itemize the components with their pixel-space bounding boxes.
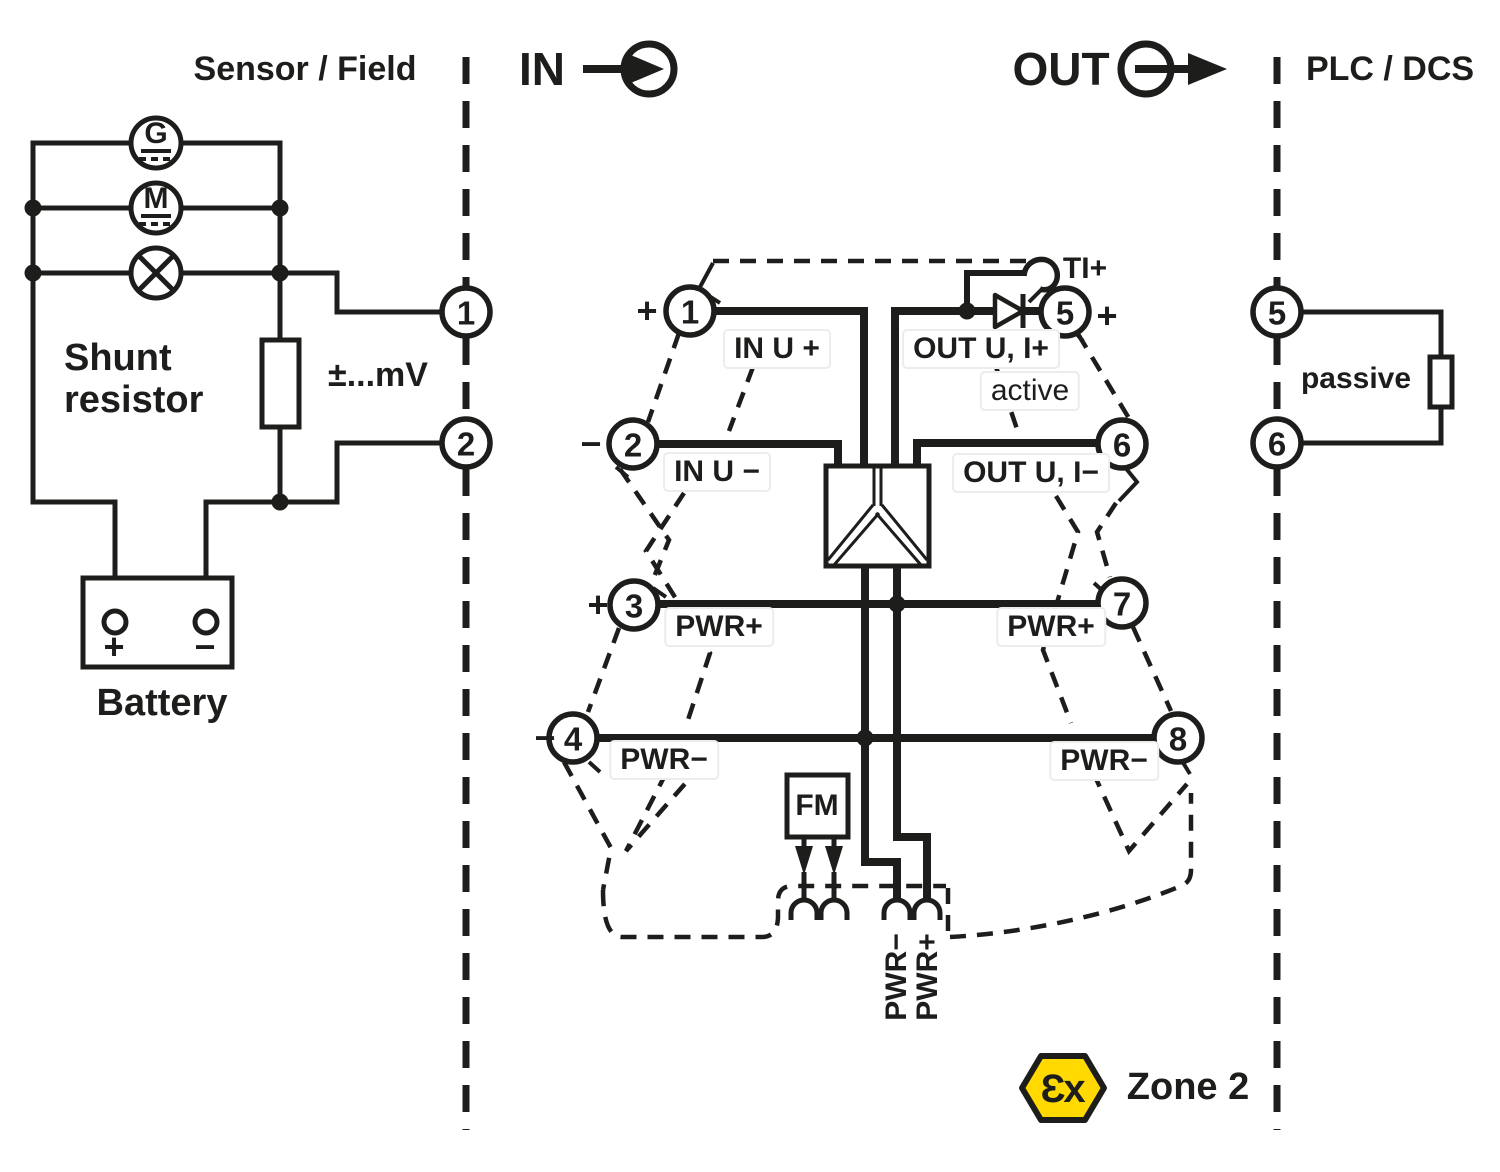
fm-box-label: FM (795, 789, 839, 822)
battery-plus-sign: + (103, 626, 125, 667)
fm-arrows (795, 837, 843, 900)
bus-contact-icons (788, 897, 943, 920)
module-terminal-2-circle (606, 417, 660, 471)
isolator-box-symbol (823, 463, 932, 569)
generator-symbol-icon (128, 115, 184, 171)
plc-terminal-5-circle (1250, 285, 1304, 339)
terminal-3-sign: + (587, 584, 609, 625)
module-terminal-8-number: 8 (1168, 720, 1188, 758)
field-terminal-1-circle (439, 285, 493, 339)
zone-label: Zone 2 (1126, 1066, 1250, 1108)
sensor-field-header: Sensor / Field (193, 50, 417, 88)
motor-symbol-letter: M (143, 182, 169, 215)
battery-minus-sign: − (194, 626, 216, 667)
field-terminal-2-number: 2 (456, 425, 476, 463)
pwr-plus-right-label: PWR+ (996, 607, 1106, 647)
field-junction-dots (24, 199, 289, 511)
plc-dcs-header: PLC / DCS (1305, 50, 1475, 88)
ti-plus-label: TI+ (1062, 252, 1108, 285)
module-outline-dashed (562, 258, 1194, 940)
in-u-minus-label: IN U − (663, 452, 771, 492)
in-u-plus-label: IN U + (723, 329, 831, 369)
module-terminal-1-circle (663, 284, 717, 338)
active-label: active (979, 371, 1081, 411)
module-terminal-8-circle (1151, 711, 1205, 765)
module-terminal-5-circle (1038, 285, 1092, 339)
module-junction-dots (856, 302, 976, 747)
battery-symbol (80, 575, 235, 670)
out-u-i-minus-label: OUT U, I− (952, 453, 1110, 493)
module-terminal-3-circle (607, 578, 661, 632)
module-terminal-4-circle (546, 711, 600, 765)
module-terminal-7-number: 7 (1112, 585, 1132, 623)
test-tap-wire (964, 256, 1060, 311)
plc-circuit-wires (1301, 309, 1455, 446)
field-terminal-2-circle (439, 416, 493, 470)
out-arrow-icon (1117, 40, 1227, 98)
field-terminal-1-number: 1 (456, 294, 476, 332)
module-terminal-2-number: 2 (623, 426, 643, 464)
plc-terminal-6-number: 6 (1267, 425, 1287, 463)
sensor-symbols (128, 115, 184, 301)
out-header: OUT (1012, 43, 1110, 95)
motor-symbol-icon (128, 180, 184, 236)
pwr-minus-right-label: PWR− (1049, 741, 1159, 781)
terminal-circles (439, 284, 1304, 765)
terminal-1-sign: + (636, 290, 658, 331)
ex-hexagon-icon (1019, 1053, 1107, 1123)
passive-label: passive (1300, 362, 1412, 395)
module-terminal-1-number: 1 (680, 293, 700, 331)
module-signal-wires (597, 307, 1154, 900)
module-terminal-4-number: 4 (563, 720, 583, 758)
in-header: IN (519, 43, 565, 95)
millivolt-range-label: ±...mV (328, 356, 428, 394)
field-circuit-wires (30, 140, 441, 611)
pwr-plus-left-label: PWR+ (664, 607, 774, 647)
shunt-resistor-symbol (259, 337, 302, 430)
terminal-5-sign: + (1096, 295, 1118, 336)
in-arrow-icon (583, 40, 678, 98)
module-terminal-6-circle (1095, 417, 1149, 471)
bus-pwr-plus-label: PWR+ (911, 933, 944, 1021)
module-terminal-3-number: 3 (624, 587, 644, 625)
terminal-2-sign: − (580, 423, 602, 464)
out-u-i-plus-label: OUT U, I+ (902, 329, 1060, 369)
module-terminal-5-number: 5 (1055, 294, 1075, 332)
plc-terminal-5-number: 5 (1267, 294, 1287, 332)
module-terminal-6-number: 6 (1112, 426, 1132, 464)
fm-box-symbol (784, 772, 851, 840)
diode-symbol (992, 292, 1026, 330)
shunt-resistor-label: Shunt resistor (64, 337, 204, 421)
generator-symbol-letter: G (144, 117, 168, 150)
plc-terminal-6-circle (1250, 416, 1304, 470)
terminal-4-sign: − (534, 717, 556, 758)
module-terminal-7-circle (1095, 576, 1149, 630)
battery-label: Battery (96, 682, 228, 724)
bus-pwr-minus-label: PWR− (880, 933, 913, 1021)
zone-separator-lines (462, 57, 1281, 1130)
pwr-minus-left-label: PWR− (609, 740, 719, 780)
ex-mark-text: Ɛx (1040, 1067, 1085, 1111)
